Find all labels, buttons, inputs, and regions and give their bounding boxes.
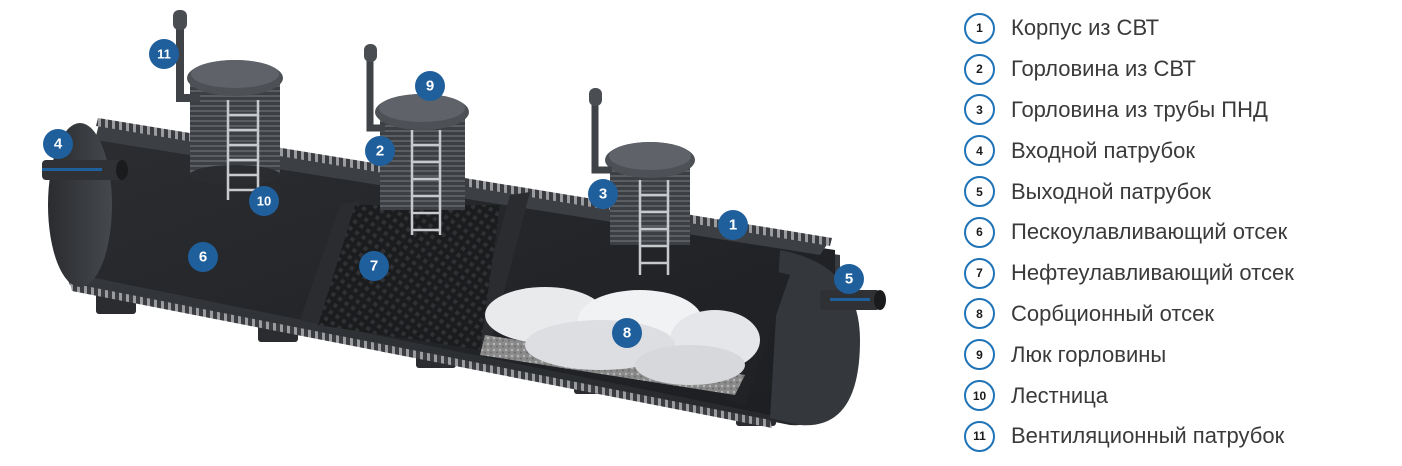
legend-label: Сорбционный отсек (1011, 300, 1215, 326)
legend-item: 10 Лестница (964, 375, 1394, 416)
outlet-pipe (820, 290, 886, 310)
legend-number: 6 (964, 216, 995, 248)
callout-badge-3: 3 (588, 179, 618, 209)
inlet-pipe (42, 160, 128, 180)
legend-number: 8 (964, 298, 995, 330)
callout-badge-11: 11 (149, 39, 179, 69)
legend-number: 5 (964, 176, 995, 208)
svg-text:6: 6 (199, 249, 207, 266)
tank-illustration: 1 2 3 4 5 6 7 (42, 10, 886, 428)
legend-number: 11 (964, 420, 995, 452)
svg-text:10: 10 (257, 194, 271, 209)
legend-label: Нефтеулавливающий отсек (1011, 260, 1294, 286)
legend-item: 8 Сорбционный отсек (964, 294, 1394, 335)
svg-text:11: 11 (157, 47, 171, 62)
legend-number: 1 (964, 12, 995, 44)
callout-badge-9: 9 (415, 71, 445, 101)
legend-number: 2 (964, 53, 995, 85)
svg-text:4: 4 (54, 136, 63, 153)
oil-separator-mesh (318, 205, 500, 350)
neck-right (589, 88, 695, 275)
callout-badge-4: 4 (43, 129, 73, 159)
legend-number: 4 (964, 135, 995, 167)
legend-item: 2 Горловина из СВТ (964, 49, 1394, 90)
svg-text:9: 9 (426, 78, 434, 95)
neck-middle (364, 44, 469, 235)
legend-list: 1 Корпус из СВТ 2 Горловина из СВТ 3 Гор… (964, 8, 1394, 457)
legend-item: 1 Корпус из СВТ (964, 8, 1394, 49)
legend-label: Лестница (1011, 382, 1109, 408)
callout-badge-5: 5 (834, 264, 864, 294)
callout-badge-7: 7 (359, 251, 389, 281)
legend-item: 3 Горловина из трубы ПНД (964, 90, 1394, 131)
legend-number: 3 (964, 94, 995, 126)
legend-item: 5 Выходной патрубок (964, 171, 1394, 212)
callout-badge-8: 8 (612, 318, 642, 348)
legend-label: Вентиляционный патрубок (1011, 423, 1285, 449)
legend-number: 10 (964, 380, 995, 412)
callout-badges: 1 2 3 4 5 6 7 (43, 39, 864, 348)
legend-item: 6 Пескоулавливающий отсек (964, 212, 1394, 253)
legend-label: Пескоулавливающий отсек (1011, 219, 1288, 245)
legend-label: Горловина из трубы ПНД (1011, 96, 1268, 122)
legend-label: Корпус из СВТ (1011, 15, 1160, 41)
svg-text:5: 5 (845, 271, 853, 288)
svg-text:3: 3 (599, 186, 607, 203)
svg-text:8: 8 (623, 325, 631, 342)
callout-badge-2: 2 (365, 136, 395, 166)
legend-number: 9 (964, 339, 995, 371)
legend-item: 7 Нефтеулавливающий отсек (964, 253, 1394, 294)
tank-drawing: 1 2 3 4 5 6 7 (42, 10, 886, 428)
legend-number: 7 (964, 257, 995, 289)
svg-text:7: 7 (370, 258, 378, 275)
legend-item: 11 Вентиляционный патрубок (964, 416, 1394, 457)
legend-label: Люк горловины (1011, 341, 1167, 367)
legend-label: Горловина из СВТ (1011, 56, 1196, 82)
legend-label: Выходной патрубок (1011, 178, 1212, 204)
legend-label: Входной патрубок (1011, 137, 1195, 163)
callout-badge-10: 10 (249, 186, 279, 216)
legend-item: 9 Люк горловины (964, 334, 1394, 375)
legend-item: 4 Входной патрубок (964, 130, 1394, 171)
callout-badge-1: 1 (718, 210, 748, 240)
neck-left (173, 10, 283, 200)
svg-text:1: 1 (729, 217, 737, 234)
callout-badge-6: 6 (188, 242, 218, 272)
svg-text:2: 2 (376, 143, 384, 160)
